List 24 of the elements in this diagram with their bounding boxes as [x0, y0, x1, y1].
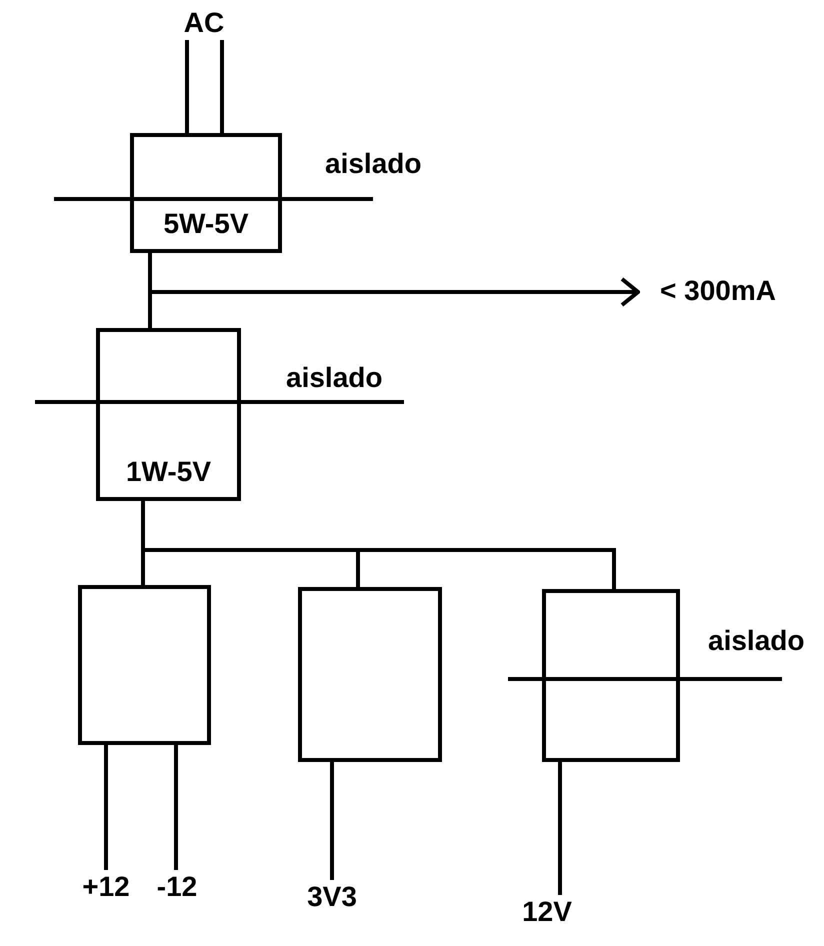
- isolation-label: aislado: [708, 624, 804, 658]
- arrow: [148, 253, 640, 307]
- terminal-label: 12V: [515, 895, 579, 929]
- converter-box: [542, 589, 680, 762]
- wire: [141, 501, 616, 589]
- converter-box: [96, 328, 241, 501]
- wire: [558, 762, 562, 895]
- terminal-label: -12: [148, 870, 206, 904]
- terminal-label: AC: [176, 6, 232, 40]
- wire: [185, 40, 189, 133]
- wire: [330, 762, 334, 880]
- wire: [220, 40, 224, 133]
- module-label: 1W-5V: [124, 455, 212, 489]
- module-label: 5W-5V: [162, 207, 250, 241]
- terminal-label: 3V3: [300, 880, 364, 914]
- converter-box: [298, 587, 442, 762]
- isolation-label: aislado: [325, 147, 422, 181]
- converter-box: [130, 133, 282, 253]
- wire: [104, 745, 108, 870]
- terminal-label: +12: [74, 870, 138, 904]
- isolation-label: aislado: [286, 361, 382, 395]
- wire: [174, 745, 178, 870]
- terminal-label: < 300mA: [648, 274, 788, 308]
- converter-box: [78, 585, 211, 745]
